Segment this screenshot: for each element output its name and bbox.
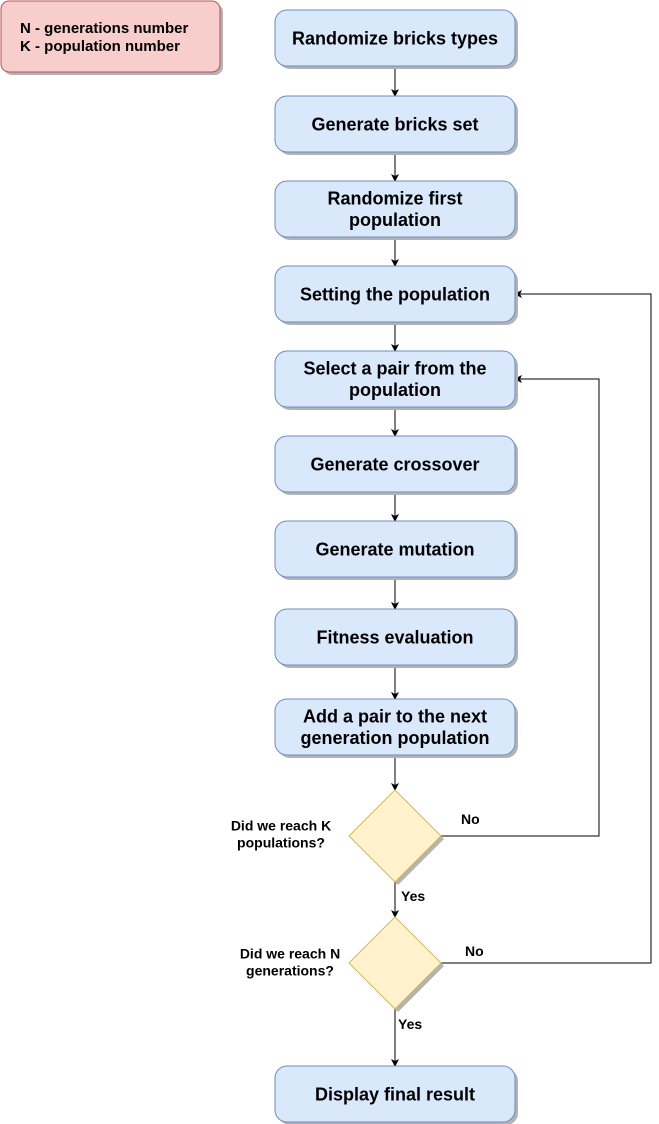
decision-n-no-label: No xyxy=(465,943,484,959)
step-select-pair-label: Select a pair from the xyxy=(303,359,486,379)
diamond-shape xyxy=(348,916,442,1010)
decision-k-question: populations? xyxy=(237,834,325,850)
legend-box-label: N - generations number xyxy=(20,20,189,37)
box-shape xyxy=(274,95,516,153)
legend-box-label: K - population number xyxy=(20,38,180,55)
step-fitness-evaluation: Fitness evaluation xyxy=(274,608,518,668)
box-shape xyxy=(274,265,516,323)
step-add-pair-next-generation-label: generation population xyxy=(301,728,490,748)
step-randomize-first-population-label: population xyxy=(349,210,441,230)
box-shape xyxy=(274,9,516,67)
flowchart-edges xyxy=(391,66,652,1067)
step-select-pair-label: population xyxy=(349,380,441,400)
step-randomize-first-population-label: Randomize first xyxy=(327,189,462,209)
box-shape xyxy=(274,608,516,666)
step-generate-crossover-label: Generate crossover xyxy=(310,454,479,474)
diamond-shape xyxy=(348,789,442,883)
step-display-final-result-label: Display final result xyxy=(315,1084,475,1104)
box-shape xyxy=(274,180,516,238)
step-generate-mutation-label: Generate mutation xyxy=(315,539,474,559)
step-add-pair-next-generation-label: Add a pair to the next xyxy=(303,707,487,727)
step-randomize-bricks-types-label: Randomize bricks types xyxy=(292,28,498,48)
decision-n-question: generations? xyxy=(246,962,334,978)
decision-k-question: Did we reach K xyxy=(231,818,331,834)
box-shape xyxy=(274,1065,516,1123)
box-shape xyxy=(274,698,516,756)
edge-decision-n-no-loop xyxy=(441,290,652,964)
decision-k-yes-label: Yes xyxy=(401,888,425,904)
step-display-final-result: Display final result xyxy=(274,1065,518,1124)
decision-k-no-label: No xyxy=(461,811,480,827)
box-shape xyxy=(274,435,516,493)
step-randomize-bricks-types: Randomize bricks types xyxy=(274,9,518,69)
step-generate-bricks-set: Generate bricks set xyxy=(274,95,518,155)
box-shape xyxy=(274,350,516,408)
edge-decision-k-no-loop xyxy=(441,375,600,837)
box-shape xyxy=(0,0,221,73)
step-generate-mutation: Generate mutation xyxy=(274,520,518,580)
box-shape xyxy=(274,520,516,578)
step-setting-the-population-label: Setting the population xyxy=(300,284,490,304)
step-generate-crossover: Generate crossover xyxy=(274,435,518,495)
step-setting-the-population: Setting the population xyxy=(274,265,518,325)
decision-n-yes-label: Yes xyxy=(398,1016,422,1032)
step-fitness-evaluation-label: Fitness evaluation xyxy=(316,627,473,647)
decision-k-populations xyxy=(348,789,444,885)
decision-n-generations xyxy=(348,916,444,1012)
step-generate-bricks-set-label: Generate bricks set xyxy=(311,114,478,134)
decision-n-question: Did we reach N xyxy=(240,946,340,962)
